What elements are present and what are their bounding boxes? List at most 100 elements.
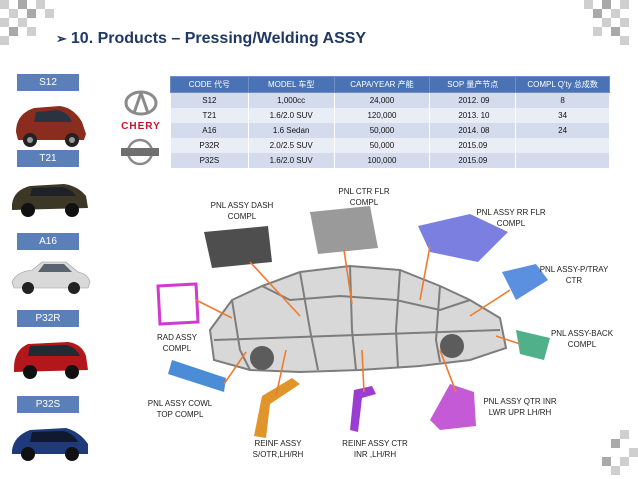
label-dash-line1: PNL ASSY DASH [210, 201, 274, 210]
car-p32s-image [12, 428, 88, 461]
col-header-code: CODE 代号 [170, 76, 249, 93]
label-back-line2: COMPL [567, 340, 597, 349]
col-header-sop: SOP 量产节点 [429, 76, 517, 93]
chery-logo: CHERY [117, 90, 165, 132]
label-tray-line1: PNL ASSY-P/TRAY [539, 265, 609, 274]
table-header-row: CODE 代号 MODEL 车型 CAPA/YEAR 产能 SOP 量产节点 C… [170, 76, 610, 93]
part-reinf-sotr [254, 378, 300, 438]
label-reinf-ctr-line2: INR ,LH/RH [353, 450, 397, 459]
corner-pattern-top-left [0, 0, 60, 55]
part-radiator [156, 282, 200, 326]
part-qtr-inner [430, 384, 476, 430]
label-ctr-flr-line2: COMPL [349, 198, 379, 207]
cell-compl-qty: 8 [515, 92, 610, 108]
cell-compl-qty: 34 [515, 107, 610, 123]
vehicle-label-s12: S12 [17, 74, 79, 91]
corner-pattern-top-right [580, 0, 638, 55]
label-reinf-ctr: REINF ASSY CTR INR ,LH/RH [332, 438, 418, 460]
cell-sop: 2013. 10 [429, 107, 517, 123]
label-back: PNL ASSY-BACK COMPL [540, 328, 624, 350]
cell-sop: 2014. 08 [429, 122, 517, 138]
cell-compl-qty: 24 [515, 122, 610, 138]
cell-capa: 100,000 [333, 152, 431, 168]
part-dash-panel [204, 226, 272, 268]
vehicle-label-t21: T21 [17, 150, 79, 167]
col-header-compl-qty: COMPL Q'ty 总成数 [515, 76, 610, 93]
label-cowl-line1: PNL ASSY COWL [147, 399, 213, 408]
vehicle-label-a16: A16 [17, 233, 79, 250]
cell-capa: 50,000 [333, 137, 431, 153]
label-qtr-line1: PNL ASSY QTR INR [483, 397, 557, 406]
cell-capa: 24,000 [333, 92, 431, 108]
car-s12-image [16, 106, 86, 147]
cell-code: P32R [170, 137, 249, 153]
leader-lines [195, 245, 521, 397]
cell-sop: 2012. 09 [429, 92, 517, 108]
cell-code: T21 [170, 107, 249, 123]
cell-model: 1.6/2.0 SUV [247, 152, 335, 168]
label-rad: RAD ASSY COMPL [148, 332, 206, 354]
label-dash-line2: COMPL [227, 212, 257, 221]
label-cowl: PNL ASSY COWL TOP COMPL [138, 398, 222, 420]
part-cowl-top [168, 360, 226, 392]
cell-sop: 2015.09 [429, 137, 517, 153]
label-cowl-line2: TOP COMPL [156, 410, 204, 419]
vehicle-label-p32r: P32R [17, 310, 79, 327]
car-a16-image [11, 261, 91, 294]
label-ctr-flr-line1: PNL CTR FLR [338, 187, 390, 196]
table-row: P32S 1.6/2.0 SUV 100,000 2015.09 [170, 152, 610, 168]
part-back-panel [516, 330, 550, 360]
cell-code: P32S [170, 152, 249, 168]
label-tray: PNL ASSY-P/TRAY CTR [532, 264, 616, 286]
label-rr-flr-line2: COMPL [496, 219, 526, 228]
label-qtr: PNL ASSY QTR INR LWR UPR LH/RH [474, 396, 566, 418]
cell-capa: 120,000 [333, 107, 431, 123]
part-p-tray [502, 264, 548, 300]
car-p32r-image [14, 342, 88, 379]
label-reinf-sotr-line2: S/OTR,LH/RH [252, 450, 304, 459]
label-back-line1: PNL ASSY-BACK [550, 329, 614, 338]
label-rr-flr-line1: PNL ASSY RR FLR [476, 208, 546, 217]
vehicle-label-p32s: P32S [17, 396, 79, 413]
cell-capa: 50,000 [333, 122, 431, 138]
label-ctr-flr: PNL CTR FLR COMPL [328, 186, 400, 208]
part-ctr-floor [310, 206, 378, 254]
col-header-model: MODEL 车型 [247, 76, 335, 93]
label-rad-line1: RAD ASSY [156, 333, 197, 342]
label-reinf-ctr-line1: REINF ASSY CTR [342, 439, 408, 448]
part-rr-floor [418, 214, 508, 262]
nissan-emblem-icon [121, 138, 159, 166]
products-table: CODE 代号 MODEL 车型 CAPA/YEAR 产能 SOP 量产节点 C… [170, 76, 610, 168]
chery-emblem-icon [124, 90, 158, 116]
cell-compl-qty [515, 152, 610, 168]
cell-sop: 2015.09 [429, 152, 517, 168]
label-rr-flr: PNL ASSY RR FLR COMPL [468, 207, 554, 229]
front-wheel-hub [250, 346, 274, 370]
table-row: P32R 2.0/2.5 SUV 50,000 2015.09 [170, 137, 610, 153]
table-row: S12 1,000cc 24,000 2012. 09 8 [170, 92, 610, 108]
label-rad-line2: COMPL [162, 344, 192, 353]
car-t21-image [12, 184, 88, 217]
label-qtr-line2: LWR UPR LH/RH [488, 408, 552, 417]
slide-title: ➢10. Products – Pressing/Welding ASSY [56, 30, 366, 48]
cell-code: S12 [170, 92, 249, 108]
table-row: T21 1.6/2.0 SUV 120,000 2013. 10 34 [170, 107, 610, 123]
car-body-frame [208, 264, 508, 374]
slide-title-text: 10. Products – Pressing/Welding ASSY [70, 30, 367, 47]
rear-wheel-hub [440, 334, 464, 358]
nissan-logo [119, 138, 161, 166]
cell-compl-qty [515, 137, 610, 153]
col-header-capa: CAPA/YEAR 产能 [333, 76, 431, 93]
arrow-bullet-icon: ➢ [56, 31, 67, 46]
table-row: A16 1.6 Sedan 50,000 2014. 08 24 [170, 122, 610, 138]
label-dash: PNL ASSY DASH COMPL [200, 200, 284, 222]
label-tray-line2: CTR [565, 276, 583, 285]
cell-model: 2.0/2.5 SUV [247, 137, 335, 153]
cell-model: 1.6/2.0 SUV [247, 107, 335, 123]
corner-pattern-bottom-right [595, 430, 638, 479]
cell-model: 1.6 Sedan [247, 122, 335, 138]
chery-wordmark: CHERY [121, 121, 161, 132]
label-reinf-sotr: REINF ASSY S/OTR,LH/RH [240, 438, 316, 460]
label-reinf-sotr-line1: REINF ASSY [254, 439, 302, 448]
